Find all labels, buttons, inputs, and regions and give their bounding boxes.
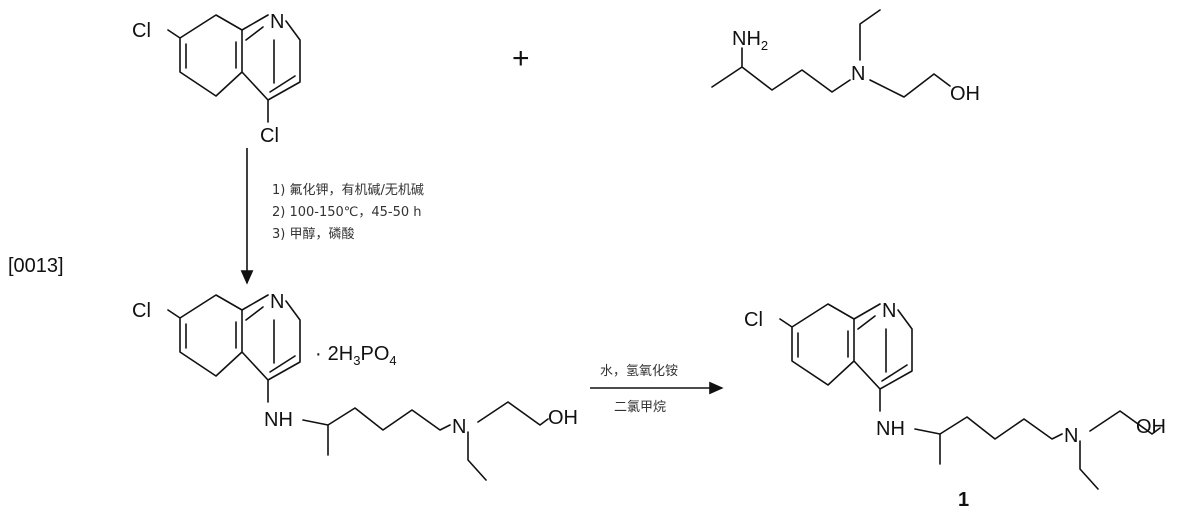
aminopentyl-ethanolamine-structure: NH2 N OH — [711, 9, 980, 105]
condition-above-arrow: 水，氢氧化铵 — [600, 364, 678, 379]
side-chain-bonds — [711, 9, 951, 98]
dichloroquinoline-structure: Cl N Cl — [132, 11, 301, 147]
condition-line: 3) 甲醇，磷酸 — [272, 226, 354, 242]
compound-number: 1 — [958, 489, 969, 511]
condition-below-arrow: 二氯甲烷 — [614, 400, 666, 415]
quinoline-bonds — [167, 294, 549, 481]
quinoline-bonds — [167, 14, 301, 123]
phosphoric-acid-label: ·2H3PO4 — [315, 343, 397, 368]
nitrogen-label: N — [452, 416, 466, 438]
quinoline-bonds — [779, 303, 1161, 490]
nitrogen-label: N — [851, 63, 865, 85]
condition-line: 1) 氟化钾，有机碱/无机碱 — [272, 183, 424, 198]
paragraph-number: [0013] — [8, 255, 64, 277]
chlorine-label: Cl — [132, 300, 151, 322]
nh-label: NH — [876, 418, 905, 440]
nitrogen-label: N — [270, 291, 284, 313]
hydroxyl-label: OH — [1136, 416, 1166, 438]
nitrogen-label: N — [882, 300, 896, 322]
nitrogen-label: N — [1064, 425, 1078, 447]
hydroxyl-label: OH — [548, 407, 578, 429]
plus-sign: + — [512, 42, 530, 75]
product-structure: Cl N NH N OH 1 — [744, 300, 1166, 511]
chlorine-label: Cl — [260, 125, 279, 147]
phosphate-salt-structure: Cl N NH N OH ·2H3PO4 — [132, 291, 578, 481]
chlorine-label: Cl — [132, 20, 151, 42]
condition-line: 2) 100-150℃，45-50 h — [272, 205, 422, 220]
hydroxyl-label: OH — [950, 83, 980, 105]
chlorine-label: Cl — [744, 309, 763, 331]
amino-label: NH2 — [732, 28, 768, 53]
nh-label: NH — [264, 409, 293, 431]
nitrogen-label: N — [270, 11, 284, 33]
